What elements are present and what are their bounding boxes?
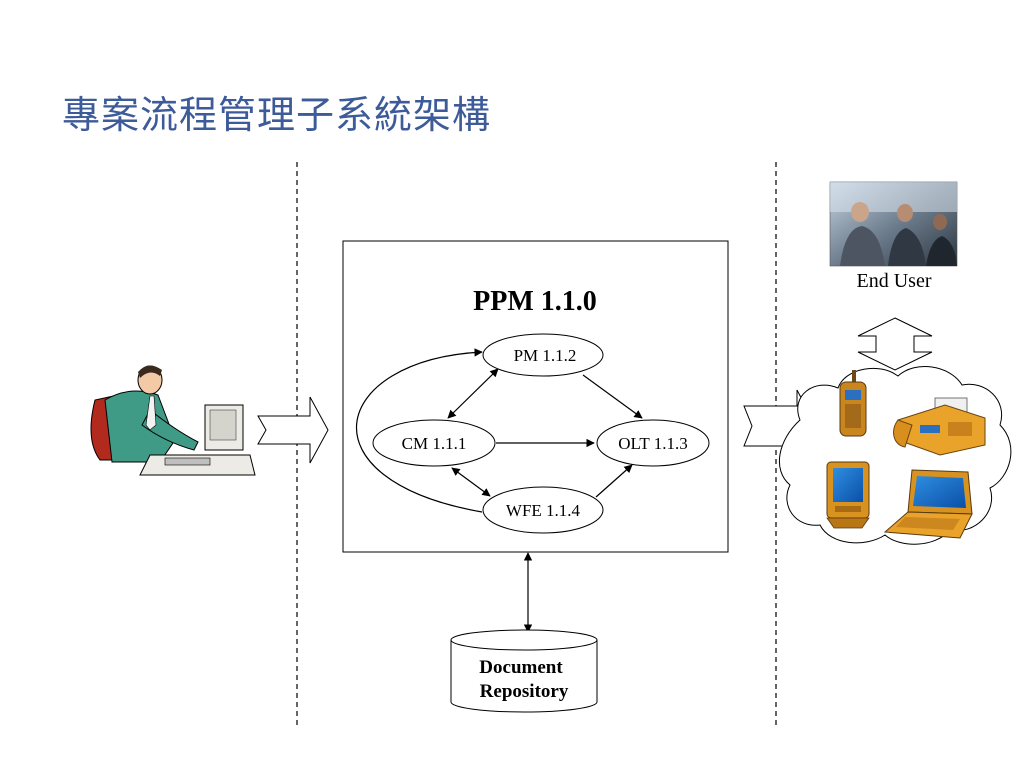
laptop-icon bbox=[883, 469, 973, 539]
devices-cloud bbox=[778, 365, 1012, 545]
end-user-double-arrow bbox=[857, 317, 933, 371]
pm-cm-connector bbox=[447, 368, 499, 419]
pda-icon bbox=[826, 461, 870, 529]
repository-label-line1: Document bbox=[479, 657, 563, 678]
end-user-label: End User bbox=[857, 270, 932, 292]
pm-module-label: PM 1.1.2 bbox=[514, 346, 577, 365]
repository-label-line2: Repository bbox=[480, 681, 569, 702]
wfe-olt-connector bbox=[595, 464, 633, 498]
olt-module-label: OLT 1.1.3 bbox=[618, 434, 687, 453]
office-worker-icon bbox=[90, 365, 256, 476]
cell-phone-icon bbox=[839, 370, 867, 437]
fax-machine-icon bbox=[893, 397, 986, 456]
pm-olt-connector bbox=[582, 374, 643, 419]
cm-module bbox=[372, 419, 496, 467]
ppm-system-title: PPM 1.1.0 bbox=[473, 286, 597, 317]
slide-title: 專案流程管理子系統架構 bbox=[62, 93, 492, 137]
input-block-arrow bbox=[257, 396, 329, 464]
cm-wfe-connector bbox=[451, 467, 491, 497]
cm-module-label: CM 1.1.1 bbox=[402, 434, 467, 453]
pm-module bbox=[482, 333, 604, 377]
olt-module bbox=[596, 419, 710, 467]
wfe-module bbox=[482, 486, 604, 534]
end-user-photo bbox=[829, 181, 958, 267]
document-repository bbox=[450, 629, 598, 713]
wfe-pm-loop-connector bbox=[356, 348, 483, 513]
wfe-module-label: WFE 1.1.4 bbox=[506, 501, 581, 520]
